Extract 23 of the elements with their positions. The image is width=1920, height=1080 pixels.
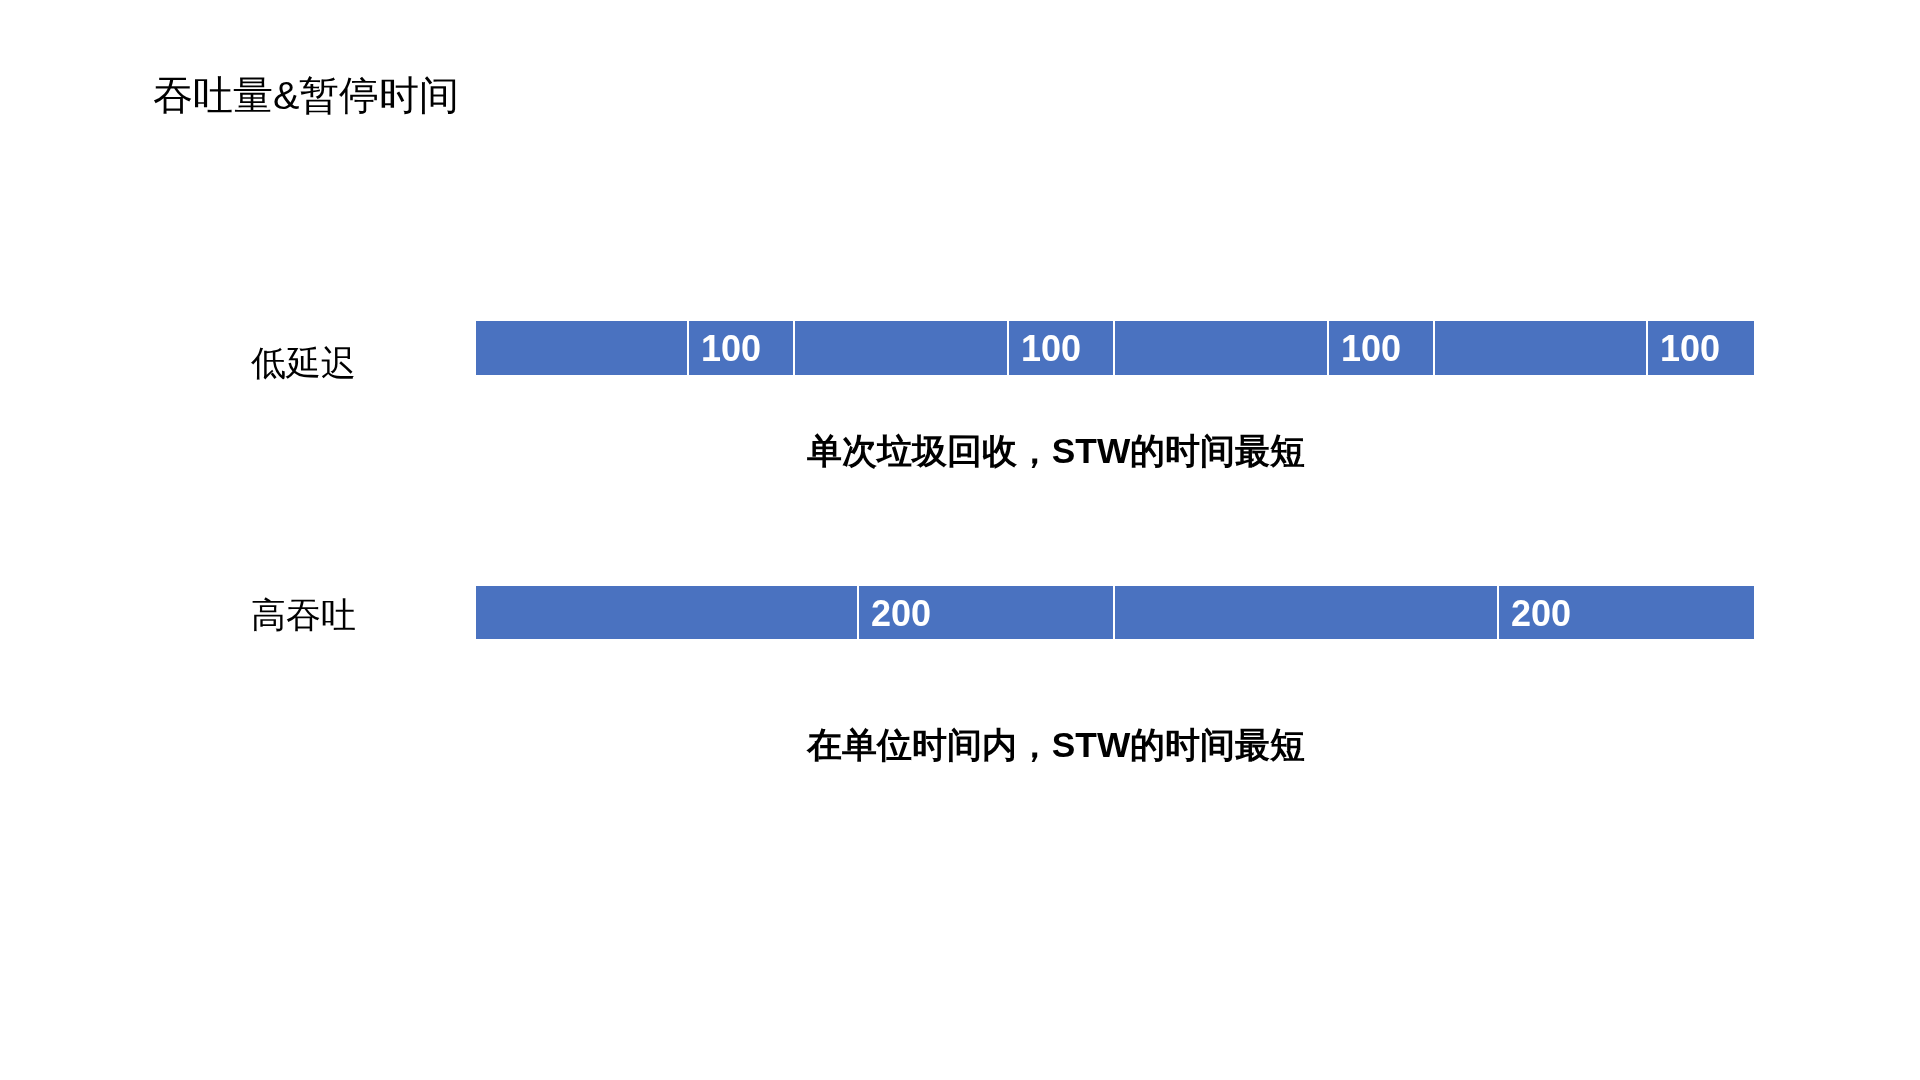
duration-label: 200 bbox=[1511, 592, 1572, 636]
pause-segment bbox=[1499, 586, 1754, 639]
run-segment bbox=[1435, 321, 1646, 375]
pause-segment bbox=[1009, 321, 1113, 375]
pause-segment bbox=[1329, 321, 1433, 375]
title: 吞吐量&暂停时间 bbox=[153, 72, 460, 119]
run-segment bbox=[795, 321, 1007, 375]
pause-segment bbox=[1648, 321, 1754, 375]
duration-label: 100 bbox=[1021, 327, 1082, 371]
duration-label: 100 bbox=[701, 327, 762, 371]
run-segment bbox=[1115, 321, 1327, 375]
row-label: 低延迟 bbox=[251, 342, 356, 384]
pause-segment bbox=[689, 321, 793, 375]
run-segment bbox=[476, 586, 857, 639]
row-caption: 在单位时间内，STW的时间最短 bbox=[806, 724, 1306, 766]
duration-label: 100 bbox=[1660, 327, 1721, 371]
run-segment bbox=[476, 321, 687, 375]
duration-label: 100 bbox=[1341, 327, 1402, 371]
duration-label: 200 bbox=[871, 592, 932, 636]
run-segment bbox=[1115, 586, 1497, 639]
row-label: 高吞吐 bbox=[251, 594, 356, 636]
pause-segment bbox=[859, 586, 1113, 639]
row-caption: 单次垃圾回收，STW的时间最短 bbox=[806, 430, 1306, 472]
